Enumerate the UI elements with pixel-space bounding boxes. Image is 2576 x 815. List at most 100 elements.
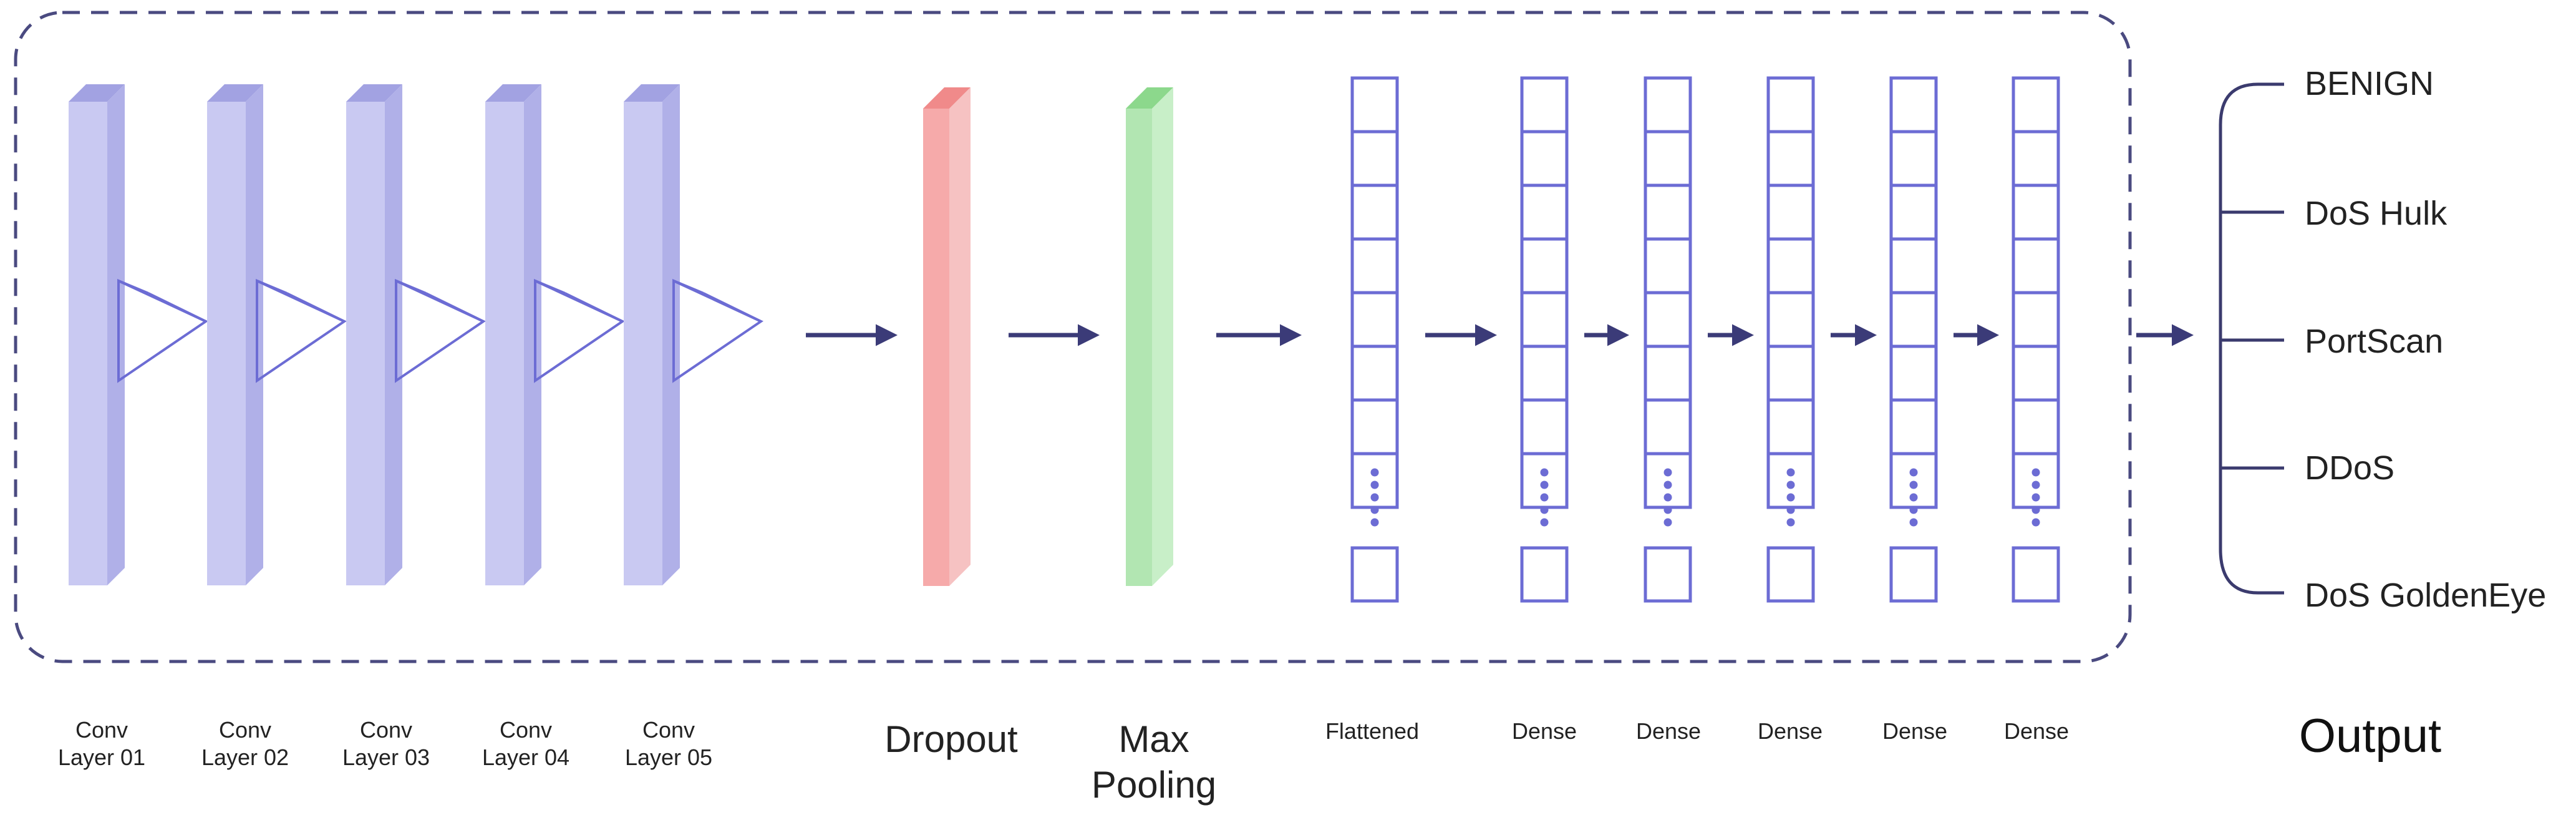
- neuron: [1766, 398, 1815, 456]
- ellipsis-dot: [1663, 481, 1672, 489]
- ellipsis-dot: [1540, 468, 1549, 477]
- ellipsis-dot: [1786, 493, 1795, 502]
- neuron: [1350, 344, 1399, 402]
- ellipsis-dot: [1540, 481, 1549, 489]
- kernel-icon-edge: [286, 292, 345, 323]
- conv-layer-3-front: [346, 102, 385, 585]
- kernel-icon-edge: [535, 280, 566, 295]
- neuron: [2012, 130, 2060, 187]
- flattened-label: Flattened: [1325, 718, 1419, 744]
- conv-label-1-line1: Conv: [75, 717, 128, 743]
- model-frame: [14, 11, 2132, 663]
- output-bracket-line: [2219, 82, 2284, 595]
- conv-layer-2-side: [246, 84, 263, 585]
- kernel-icon: [256, 278, 347, 383]
- conv-label-5-line1: Conv: [642, 717, 695, 743]
- output-bracket: [2219, 82, 2284, 595]
- ellipsis-dot: [1663, 493, 1672, 502]
- conv-label-4-line1: Conv: [500, 717, 552, 743]
- ellipsis-dot: [1540, 505, 1549, 514]
- dropout-layer: [923, 87, 971, 586]
- ellipsis-dot: [1370, 481, 1379, 489]
- neuron: [1889, 291, 1938, 348]
- conv-layer-1-top: [69, 84, 125, 102]
- ellipsis-dot: [1370, 468, 1379, 477]
- neuron: [1644, 130, 1692, 187]
- ellipsis-dot: [1909, 468, 1918, 477]
- conv-layer-2-front: [207, 102, 246, 585]
- conv-layer-4-front: [485, 102, 524, 585]
- neuron: [1766, 344, 1815, 402]
- conv-layer-1: [69, 84, 209, 585]
- neuron: [2012, 398, 2060, 456]
- dense-column-2: [1644, 76, 1692, 603]
- neuron: [1350, 237, 1399, 295]
- ellipsis-dot: [1909, 505, 1918, 514]
- dense-label-1: Dense: [1512, 718, 1577, 744]
- conv-layer-4: [485, 84, 626, 585]
- ellipsis-dot: [2031, 505, 2040, 514]
- neuron: [1889, 130, 1938, 187]
- output-class-benign: BENIGN: [2305, 65, 2434, 102]
- dense-label-2: Dense: [1636, 718, 1701, 744]
- neuron: [1350, 183, 1399, 241]
- neuron: [1350, 291, 1399, 348]
- max-pooling-slab-top: [1126, 87, 1173, 109]
- dropout-slab-top: [923, 87, 971, 109]
- ellipsis-dot: [1909, 481, 1918, 489]
- neuron: [1520, 237, 1569, 295]
- dense-column-5: [2012, 76, 2060, 603]
- flattened-and-dense-layers: [1350, 76, 2060, 603]
- neuron: [1520, 291, 1569, 348]
- neuron: [1520, 130, 1569, 187]
- neuron: [1766, 546, 1815, 603]
- output-class-dos-goldeneye: DoS GoldenEye: [2305, 577, 2546, 614]
- neuron: [1644, 237, 1692, 295]
- ellipsis-dot: [2031, 493, 2040, 502]
- ellipsis-dot: [1663, 505, 1672, 514]
- ellipsis-dot: [1786, 518, 1795, 527]
- kernel-icon-edge: [425, 292, 484, 323]
- dense-label-5: Dense: [2004, 718, 2069, 744]
- neuron: [2012, 344, 2060, 402]
- dense-column-3: [1766, 76, 1815, 603]
- dense-label-4: Dense: [1882, 718, 1947, 744]
- neuron: [1889, 183, 1938, 241]
- ellipsis-dot: [1540, 493, 1549, 502]
- neuron: [1644, 183, 1692, 241]
- neuron: [1520, 183, 1569, 241]
- neuron: [1889, 344, 1938, 402]
- conv-layer-2: [207, 84, 347, 585]
- neuron: [2012, 291, 2060, 348]
- neuron: [1350, 398, 1399, 456]
- kernel-icon: [117, 278, 209, 383]
- ellipsis-dot: [2031, 518, 2040, 527]
- neuron: [1766, 130, 1815, 187]
- kernel-icon-edge: [118, 280, 149, 295]
- ellipsis-dot: [1786, 468, 1795, 477]
- neuron: [1644, 398, 1692, 456]
- neuron: [1889, 546, 1938, 603]
- ellipsis-dot: [2031, 468, 2040, 477]
- neuron: [1889, 398, 1938, 456]
- neuron: [1766, 291, 1815, 348]
- dropout-slab-front: [923, 109, 949, 586]
- max-pooling-slab-front: [1126, 109, 1152, 586]
- ellipsis-dot: [1370, 493, 1379, 502]
- conv-layer-3-side: [385, 84, 402, 585]
- dense-label-3: Dense: [1758, 718, 1823, 744]
- conv-layer-1-front: [69, 102, 107, 585]
- conv-label-3-line1: Conv: [360, 717, 412, 743]
- conv-layer-5: [624, 84, 764, 585]
- kernel-icon-edge: [256, 280, 288, 295]
- conv-layer-5-front: [624, 102, 662, 585]
- conv-labels: Conv Layer 01 Conv Layer 02 Conv Layer 0…: [58, 717, 712, 770]
- neuron: [1520, 398, 1569, 456]
- kernel-icon-edge: [703, 292, 762, 323]
- ellipsis-dot: [1540, 518, 1549, 527]
- neuron: [1350, 130, 1399, 187]
- output-class-ddos: DDoS: [2305, 449, 2394, 487]
- conv-label-2-line1: Conv: [219, 717, 271, 743]
- conv-layer-4-side: [524, 84, 541, 585]
